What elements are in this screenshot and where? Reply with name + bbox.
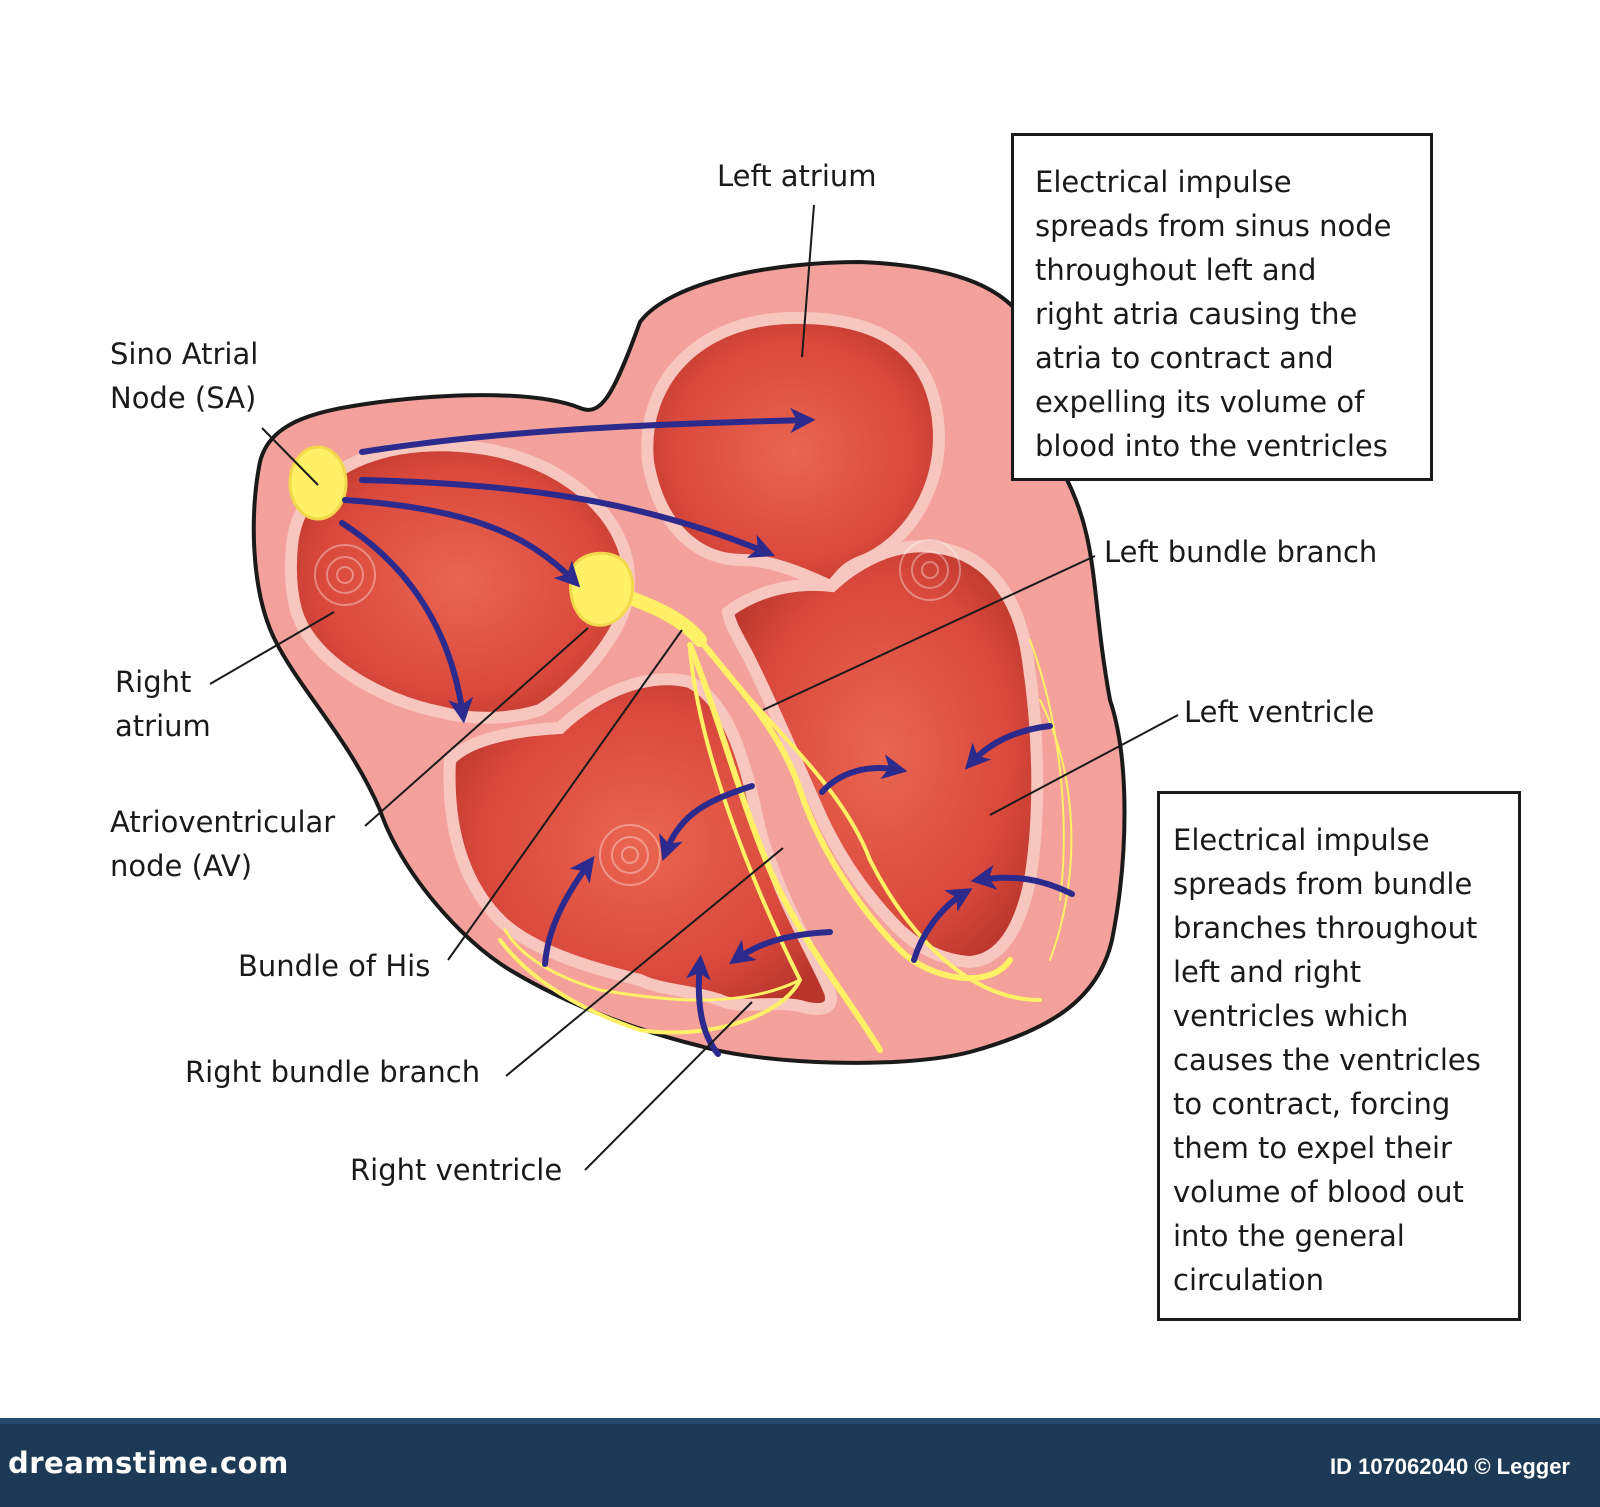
- left-bundle-path: [697, 637, 1013, 982]
- label-av-node: Atrioventricular node (AV): [110, 805, 336, 883]
- arrow-lv-3: [970, 864, 1075, 897]
- arrow-rv-4: [685, 954, 721, 1057]
- brand-logo[interactable]: dreamstime.com: [8, 1446, 289, 1480]
- info-box-ventricles: Electrical impulse spreads from bundle b…: [1157, 791, 1521, 1321]
- label-right-bundle-branch: Right bundle branch: [185, 1055, 481, 1089]
- label-right-atrium: Right atrium: [115, 665, 211, 743]
- label-left-ventricle: Left ventricle: [1184, 695, 1375, 729]
- label-right-ventricle: Right ventricle: [350, 1153, 563, 1187]
- arrow-sa-to-av: [342, 497, 581, 588]
- impulse-arrows: [339, 407, 1075, 1057]
- arrow-lv-2: [964, 723, 1053, 770]
- right-ventricle-chamber: [443, 673, 837, 1015]
- left-bundle-path-b: [708, 648, 1042, 1002]
- label-bundle-of-his: Bundle of His: [238, 949, 431, 983]
- arrow-sa-to-right-atrium: [339, 520, 474, 724]
- heart-illustration: [209, 204, 1179, 1171]
- arrow-lv-4: [911, 888, 973, 963]
- label-left-atrium: Left atrium: [717, 159, 877, 193]
- footer-bar: dreamstime.com ID 107062040 © Legger: [0, 1418, 1600, 1507]
- info-box-atria: Electrical impulse spreads from sinus no…: [1011, 133, 1433, 481]
- label-left-bundle-branch: Left bundle branch: [1104, 535, 1378, 569]
- left-ventricle-chamber: [721, 540, 1044, 969]
- arrow-rv-1: [659, 783, 755, 862]
- arrow-lv-1: [819, 754, 908, 795]
- label-sa-node: Sino Atrial Node (SA): [110, 337, 259, 415]
- image-credit: ID 107062040 © Legger: [1329, 1454, 1570, 1479]
- right-atrium-chamber: [284, 439, 636, 724]
- right-bundle-path: [687, 642, 883, 1053]
- arrow-rv-2: [542, 855, 595, 967]
- leader-lines: [209, 204, 1179, 1171]
- av-node: [569, 551, 635, 627]
- arrow-sa-to-atria-2: [359, 477, 775, 558]
- left-atrium-chamber: [641, 311, 945, 593]
- sa-node: [288, 445, 348, 521]
- conduction-system: [498, 583, 1073, 1053]
- arrow-rv-3: [728, 929, 833, 965]
- arrow-sa-to-left-atrium: [359, 407, 816, 455]
